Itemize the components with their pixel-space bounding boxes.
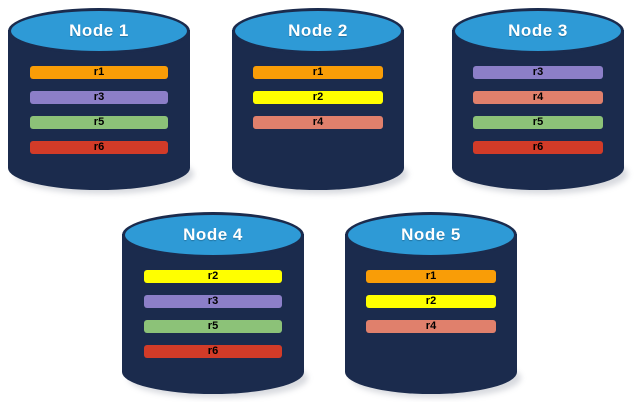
replica-bar-r3[interactable]: r3 — [143, 295, 283, 308]
replica-label: r1 — [312, 66, 324, 78]
replica-label: r1 — [425, 270, 437, 282]
replica-bar-r2[interactable]: r2 — [365, 295, 497, 308]
replica-label: r6 — [532, 141, 544, 153]
replica-bar-r2[interactable]: r2 — [143, 270, 283, 283]
database-node-5[interactable]: Node 5 r1 r2 r4 — [345, 212, 521, 398]
replica-bar-r3[interactable]: r3 — [29, 91, 169, 104]
node-label: Node 5 — [401, 225, 461, 244]
replica-bar-r2[interactable]: r2 — [252, 91, 384, 104]
replica-bar-r6[interactable]: r6 — [29, 141, 169, 154]
replica-label: r5 — [532, 116, 544, 128]
replica-bar-r1[interactable]: r1 — [29, 66, 169, 79]
replica-label: r5 — [207, 320, 219, 332]
replica-bar-r6[interactable]: r6 — [472, 141, 604, 154]
replica-list: r1 r3 r5 r6 — [8, 66, 190, 154]
replica-label: r6 — [93, 141, 105, 153]
replica-bar-r6[interactable]: r6 — [143, 345, 283, 358]
cylinder-body — [345, 234, 517, 394]
cylinder-top-lid: Node 2 — [232, 8, 404, 54]
node-label: Node 2 — [288, 21, 348, 40]
cylinder-body — [122, 234, 304, 394]
replica-list: r3 r4 r5 r6 — [452, 66, 624, 154]
replica-label: r3 — [532, 66, 544, 78]
database-node-2[interactable]: Node 2 r1 r2 r4 — [232, 8, 408, 194]
node-label: Node 4 — [183, 225, 243, 244]
replica-bar-r4[interactable]: r4 — [472, 91, 604, 104]
replica-label: r4 — [532, 91, 544, 103]
node-label: Node 1 — [69, 21, 129, 40]
replica-label: r5 — [93, 116, 105, 128]
replica-label: r2 — [207, 270, 219, 282]
cylinder-top-lid: Node 3 — [452, 8, 624, 54]
replica-bar-r5[interactable]: r5 — [143, 320, 283, 333]
replica-bar-r1[interactable]: r1 — [365, 270, 497, 283]
cylinder-top-lid: Node 1 — [8, 8, 190, 54]
cylinder-top-lid: Node 4 — [122, 212, 304, 258]
replica-label: r2 — [425, 295, 437, 307]
replica-label: r4 — [312, 116, 324, 128]
replica-bar-r5[interactable]: r5 — [472, 116, 604, 129]
node-label: Node 3 — [508, 21, 568, 40]
database-node-1[interactable]: Node 1 r1 r3 r5 r6 — [8, 8, 194, 194]
replica-label: r2 — [312, 91, 324, 103]
replica-label: r1 — [93, 66, 105, 78]
replica-bar-r5[interactable]: r5 — [29, 116, 169, 129]
replica-list: r1 r2 r4 — [345, 270, 517, 333]
cylinder-body — [452, 30, 624, 190]
replica-list: r1 r2 r4 — [232, 66, 404, 129]
replica-label: r3 — [207, 295, 219, 307]
database-node-3[interactable]: Node 3 r3 r4 r5 r6 — [452, 8, 628, 194]
replica-label: r4 — [425, 320, 437, 332]
database-node-4[interactable]: Node 4 r2 r3 r5 r6 — [122, 212, 308, 398]
cylinder-top-lid: Node 5 — [345, 212, 517, 258]
replica-bar-r3[interactable]: r3 — [472, 66, 604, 79]
cylinder-body — [232, 30, 404, 190]
replica-bar-r4[interactable]: r4 — [365, 320, 497, 333]
replica-label: r6 — [207, 345, 219, 357]
replica-bar-r1[interactable]: r1 — [252, 66, 384, 79]
replica-bar-r4[interactable]: r4 — [252, 116, 384, 129]
replica-list: r2 r3 r5 r6 — [122, 270, 304, 358]
cylinder-body — [8, 30, 190, 190]
replica-label: r3 — [93, 91, 105, 103]
